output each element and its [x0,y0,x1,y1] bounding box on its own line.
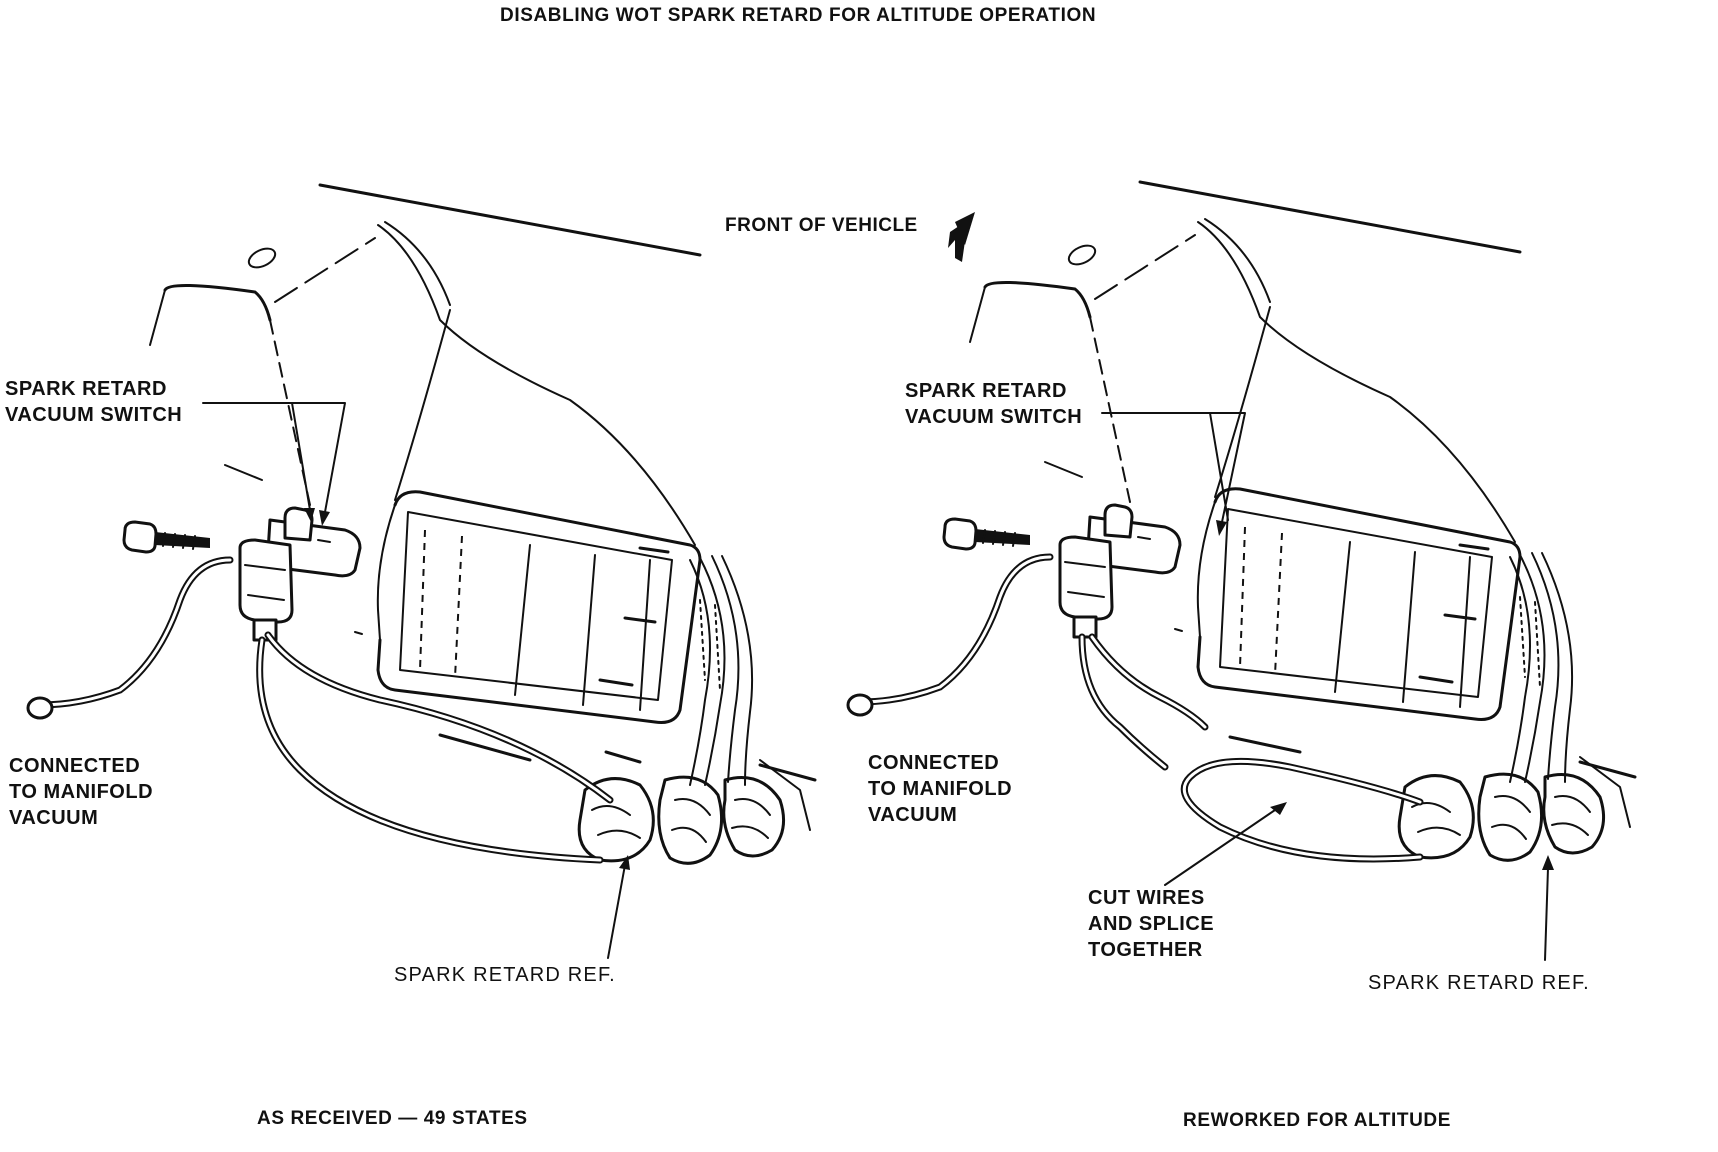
right-caption: REWORKED FOR ALTITUDE [1183,1110,1452,1131]
right-ref-label: SPARK RETARD REF. [1368,972,1590,994]
left-switch-label: SPARK RETARD VACUUM SWITCH [5,378,183,426]
left-panel-drawing [28,185,817,863]
right-vacuum-label: CONNECTED TO MANIFOLD VACUUM [868,752,1013,826]
left-vacuum-label: CONNECTED TO MANIFOLD VACUUM [9,755,154,829]
page-title: DISABLING WOT SPARK RETARD FOR ALTITUDE … [500,5,1097,26]
right-switch-label: SPARK RETARD VACUUM SWITCH [905,380,1083,428]
leader-lines [202,402,1554,961]
left-caption: AS RECEIVED — 49 STATES [257,1108,528,1129]
front-of-vehicle-label: FRONT OF VEHICLE [725,215,918,236]
right-panel-drawing [848,182,1637,860]
arrow-icon [948,212,975,262]
left-ref-label: SPARK RETARD REF. [394,964,616,986]
right-splice-label: CUT WIRES AND SPLICE TOGETHER [1088,887,1215,961]
